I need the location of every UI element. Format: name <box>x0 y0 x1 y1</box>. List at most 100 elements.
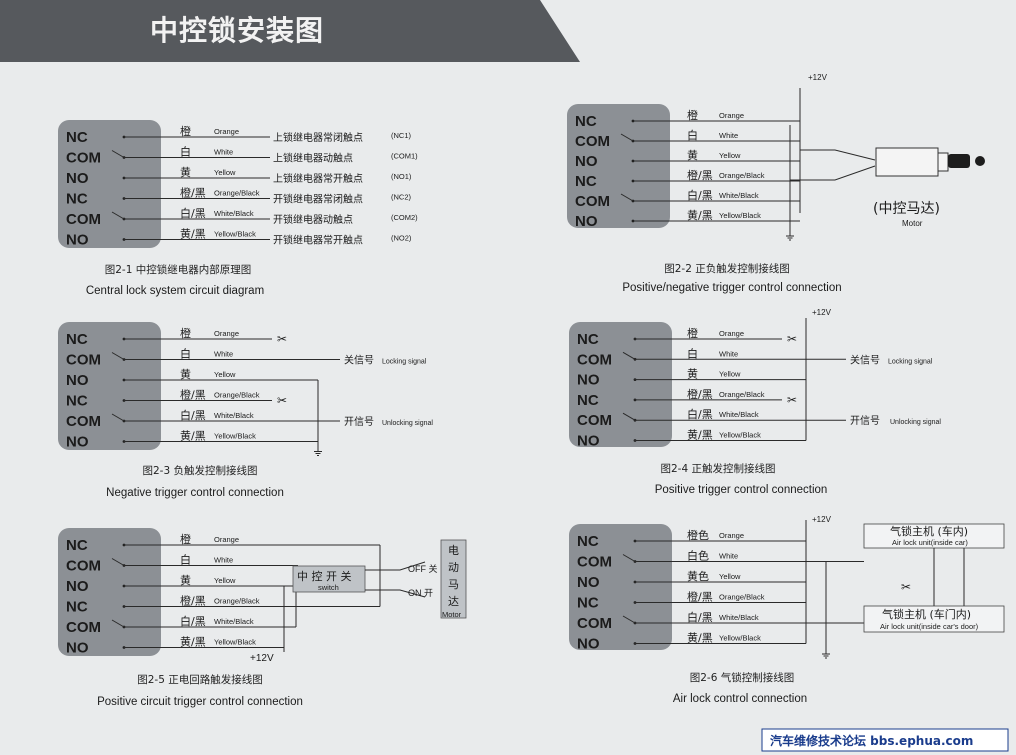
unit1-label-en: Air lock unit(inside car) <box>892 538 968 547</box>
wire-color-en: White <box>214 556 233 565</box>
motor-tip <box>975 156 985 166</box>
wire-color-cn: 橙/黑 <box>180 594 206 608</box>
terminal-dot <box>631 119 635 123</box>
relay-switch-arm <box>111 413 125 422</box>
contact-code: (NC1) <box>391 131 412 140</box>
wire-color-cn: 黄/黑 <box>180 635 206 649</box>
wire-color-cn: 橙/黑 <box>687 590 713 604</box>
caption-en: Positive/negative trigger control connec… <box>622 282 841 294</box>
caption-cn: 图2-5 正电回路触发接线图 <box>137 673 263 686</box>
voltage-label-12v: +12V <box>808 73 828 82</box>
contact-description: 开锁继电器动触点 <box>273 213 353 226</box>
wire-color-en: Orange/Black <box>719 593 765 602</box>
cut-wire-icon: ✂ <box>277 332 287 346</box>
terminal-dot <box>631 219 635 223</box>
pin-label-com: COM <box>66 558 101 575</box>
wire-color-en: Orange/Black <box>214 391 260 400</box>
footer-watermark-box <box>761 728 1009 752</box>
contact-code: (NO1) <box>391 172 412 181</box>
pin-label-nc: NC <box>66 331 88 348</box>
relay-switch-arm <box>622 412 636 421</box>
wire-color-en: Yellow/Black <box>214 432 256 441</box>
contact-code: (COM2) <box>391 213 418 222</box>
pin-label-com: COM <box>577 554 612 571</box>
pin-label-com: COM <box>577 412 612 429</box>
pin-label-com: COM <box>66 413 101 430</box>
pin-label-com: COM <box>577 351 612 368</box>
cut-wire-icon: ✂ <box>787 332 797 346</box>
wire-color-cn: 橙/黑 <box>180 186 206 200</box>
wire-color-en: Yellow <box>719 572 741 581</box>
wire-color-cn: 白色 <box>687 549 709 563</box>
pin-label-nc: NC <box>66 393 88 410</box>
wire-color-en: Yellow/Black <box>719 431 761 440</box>
switch-off-label: OFF 关 <box>408 563 438 574</box>
switch-label-cn: 中 控 开 关 <box>297 569 352 583</box>
relay-switch-arm <box>622 554 636 562</box>
pin-label-nc: NC <box>575 113 597 130</box>
wire-color-en: Orange <box>719 329 744 338</box>
motor-lead <box>790 165 876 181</box>
caption-en: Central lock system circuit diagram <box>86 285 264 297</box>
relay-switch-arm <box>111 619 125 628</box>
wire-color-en: Yellow/Black <box>719 211 761 220</box>
unlock-signal-en: Unlocking signal <box>382 420 433 427</box>
wire-color-cn: 白 <box>180 145 191 159</box>
wire-color-cn: 橙 <box>687 326 698 340</box>
motor-char: 马 <box>448 578 459 591</box>
wire-color-cn: 黄/黑 <box>180 227 206 241</box>
pin-label-no: NO <box>66 434 89 451</box>
cut-wire-icon: ✂ <box>901 580 911 594</box>
wire-color-cn: 白/黑 <box>687 188 713 202</box>
caption-en: Positive trigger control connection <box>655 484 828 496</box>
wire-color-en: White <box>719 349 738 358</box>
pin-label-no: NO <box>66 170 89 187</box>
pin-label-nc: NC <box>577 533 599 550</box>
pin-label-no: NO <box>66 232 89 249</box>
pin-label-nc: NC <box>66 537 88 554</box>
wire-color-cn: 黄/黑 <box>180 429 206 443</box>
relay-box <box>58 322 161 450</box>
motor-body <box>875 147 939 177</box>
caption-cn: 图2-2 正负触发控制接线图 <box>664 262 790 275</box>
wire-color-en: Yellow/Black <box>214 230 256 239</box>
caption-en: Air lock control connection <box>673 693 807 705</box>
footer-watermark: 汽车维修技术论坛 bbs.ephua.com <box>770 733 973 748</box>
pin-label-com: COM <box>66 352 101 369</box>
pin-label-com: COM <box>575 133 610 150</box>
wire-color-cn: 白/黑 <box>180 206 206 220</box>
wire-color-en: White/Black <box>719 613 759 622</box>
relay-switch-arm <box>111 352 125 360</box>
relay-box <box>569 322 672 447</box>
wire-color-cn: 橙 <box>180 124 191 138</box>
wire-color-cn: 白/黑 <box>180 408 206 422</box>
motor-box <box>440 539 467 619</box>
wire-color-en: Yellow/Black <box>214 638 256 647</box>
pin-label-com: COM <box>575 193 610 210</box>
pin-label-no: NO <box>66 372 89 389</box>
pin-label-nc: NC <box>577 595 599 612</box>
motor-char: 动 <box>448 561 459 574</box>
unit1-label-cn: 气锁主机 (车内) <box>890 524 968 538</box>
switch-label-en: switch <box>318 583 339 592</box>
wire-color-cn: 橙 <box>180 532 191 546</box>
pin-label-no: NO <box>575 153 598 170</box>
wire-color-cn: 黄 <box>687 148 698 162</box>
wire-color-cn: 橙色 <box>687 528 709 542</box>
wire-color-cn: 橙/黑 <box>687 387 713 401</box>
wire-color-cn: 橙/黑 <box>687 168 713 182</box>
wire-color-cn: 白/黑 <box>180 614 206 628</box>
wire-color-en: White/Black <box>719 191 759 200</box>
relay-switch-arm <box>620 133 634 142</box>
wire-color-en: Orange <box>719 531 744 540</box>
wire-color-en: White/Black <box>214 411 254 420</box>
relay-box <box>569 524 672 650</box>
caption-en: Positive circuit trigger control connect… <box>97 696 303 708</box>
pin-label-no: NO <box>575 213 598 230</box>
wire-color-cn: 白 <box>687 346 698 360</box>
motor-label-en: Motor <box>902 219 923 228</box>
wire-color-en: Orange <box>719 111 744 120</box>
voltage-label-12v: +12V <box>812 308 832 317</box>
